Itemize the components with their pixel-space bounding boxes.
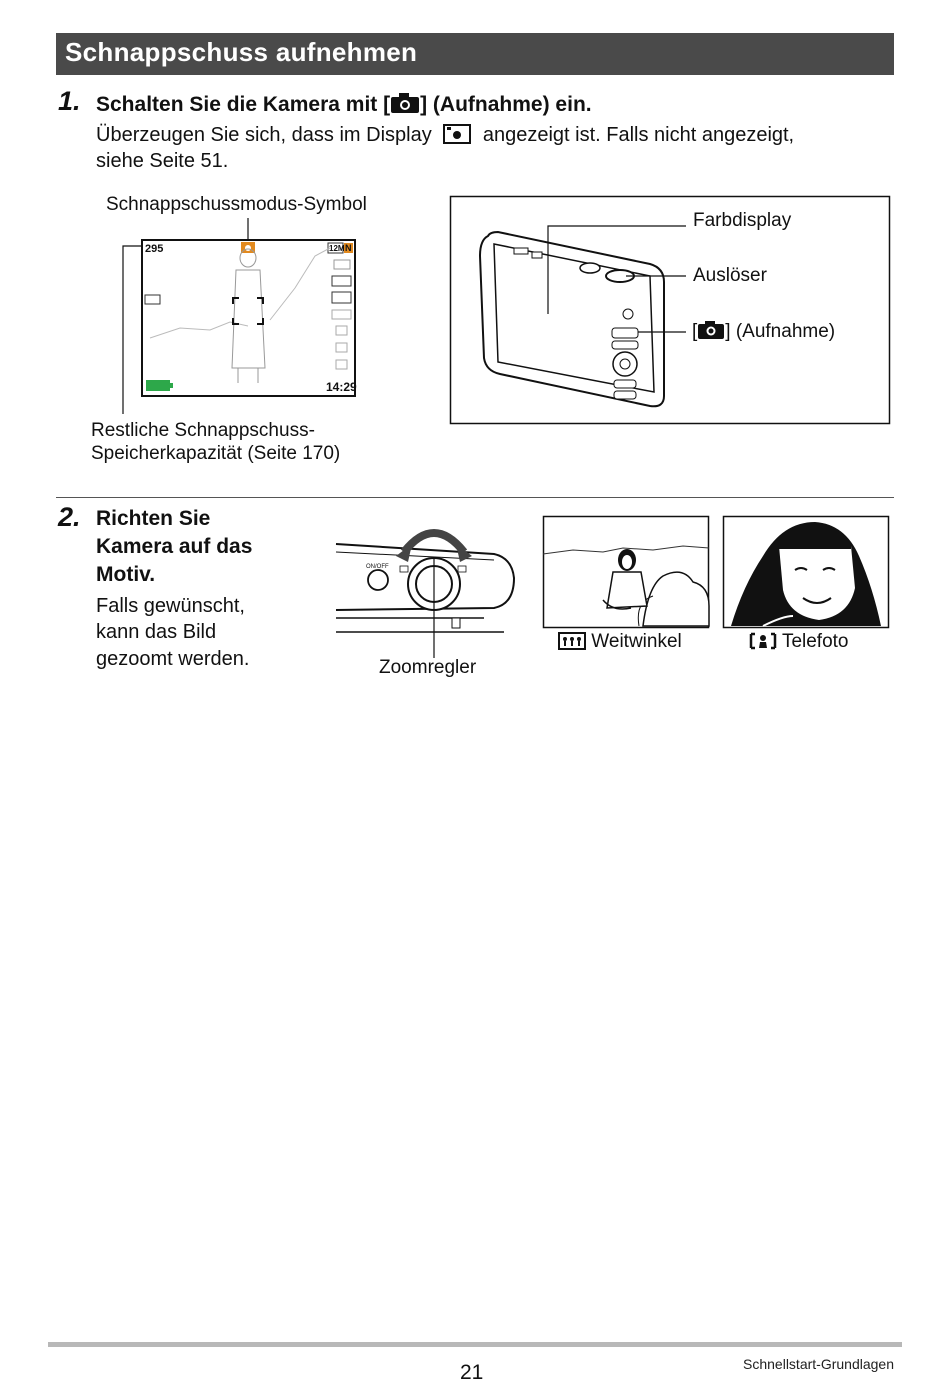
section-header-bar	[56, 33, 894, 75]
footer-bar	[48, 1342, 902, 1347]
step-1-body-line-2: siehe Seite 51.	[96, 150, 229, 172]
telephoto-label: Telefoto	[781, 631, 849, 652]
step-1-heading: Schalten Sie die Kamera mit [ ] (Aufnahme…	[96, 92, 592, 117]
camera-icon	[391, 93, 420, 113]
page-number: 21	[460, 1361, 484, 1384]
telephoto-icon	[749, 632, 777, 650]
mode-symbol-label: Schnappschussmodus-Symbol	[106, 194, 367, 215]
footer-section-name: Schnellstart-Grundlagen	[743, 1356, 894, 1372]
wide-angle-label: Weitwinkel	[591, 631, 682, 652]
step-1-body-start: Überzeugen Sie sich, dass im Display	[96, 124, 432, 146]
step-1-body-line-1: Überzeugen Sie sich, dass im Display ang…	[96, 122, 794, 148]
lcd-time: 14:29	[326, 380, 357, 394]
section-divider	[56, 497, 894, 498]
step-2-body-line-2: kann das Bild	[96, 621, 217, 643]
zoom-lever-label: Zoomregler	[379, 657, 477, 678]
lcd-screen-illustration: 295 12M N 14:29	[122, 218, 357, 414]
shutter-label: Auslöser	[693, 265, 767, 286]
lcd-shot-count: 295	[145, 243, 163, 255]
step-2-heading-line-2: Kamera auf das	[96, 535, 253, 558]
section-title: Schnappschuss aufnehmen	[65, 37, 418, 67]
step-2-heading-line-1: Richten Sie	[96, 507, 211, 530]
step-1-body-end: angezeigt ist. Falls nicht angezeigt,	[482, 124, 795, 146]
remaining-capacity-label-line-2: Speicherkapazität (Seite 170)	[91, 443, 341, 464]
step-2-body-line-1: Falls gewünscht,	[96, 595, 245, 617]
telephoto-caption: Telefoto	[749, 631, 848, 653]
lcd-quality: N	[345, 243, 352, 253]
step-2-number: 2.	[58, 502, 81, 532]
step-1-heading-start: Schalten Sie die Kamera mit [	[96, 93, 391, 116]
record-label-close: ] (Aufnahme)	[725, 321, 836, 342]
remaining-capacity-label-line-1: Restliche Schnappschuss-	[91, 420, 315, 441]
wide-angle-icon	[558, 632, 586, 650]
color-display-label: Farbdisplay	[693, 210, 792, 231]
telephoto-photo	[722, 515, 890, 629]
on-off-label: ON/OFF	[366, 564, 389, 570]
camera-back-illustration	[449, 195, 891, 425]
record-label-open: [	[692, 321, 698, 342]
snapshot-mode-icon	[443, 124, 472, 144]
lcd-image-size: 12M	[329, 244, 345, 253]
step-1-number: 1.	[58, 86, 81, 116]
wide-angle-caption: Weitwinkel	[558, 631, 682, 653]
record-button-label: [ ] (Aufnahme)	[692, 320, 835, 343]
camera-icon	[698, 321, 725, 339]
zoom-lever-illustration: ON/OFF	[335, 529, 516, 658]
step-2-heading-line-3: Motiv.	[96, 563, 156, 586]
step-2-body-line-3: gezoomt werden.	[96, 648, 250, 670]
wide-angle-photo	[542, 515, 710, 629]
step-1-heading-end: ] (Aufnahme) ein.	[420, 93, 592, 116]
